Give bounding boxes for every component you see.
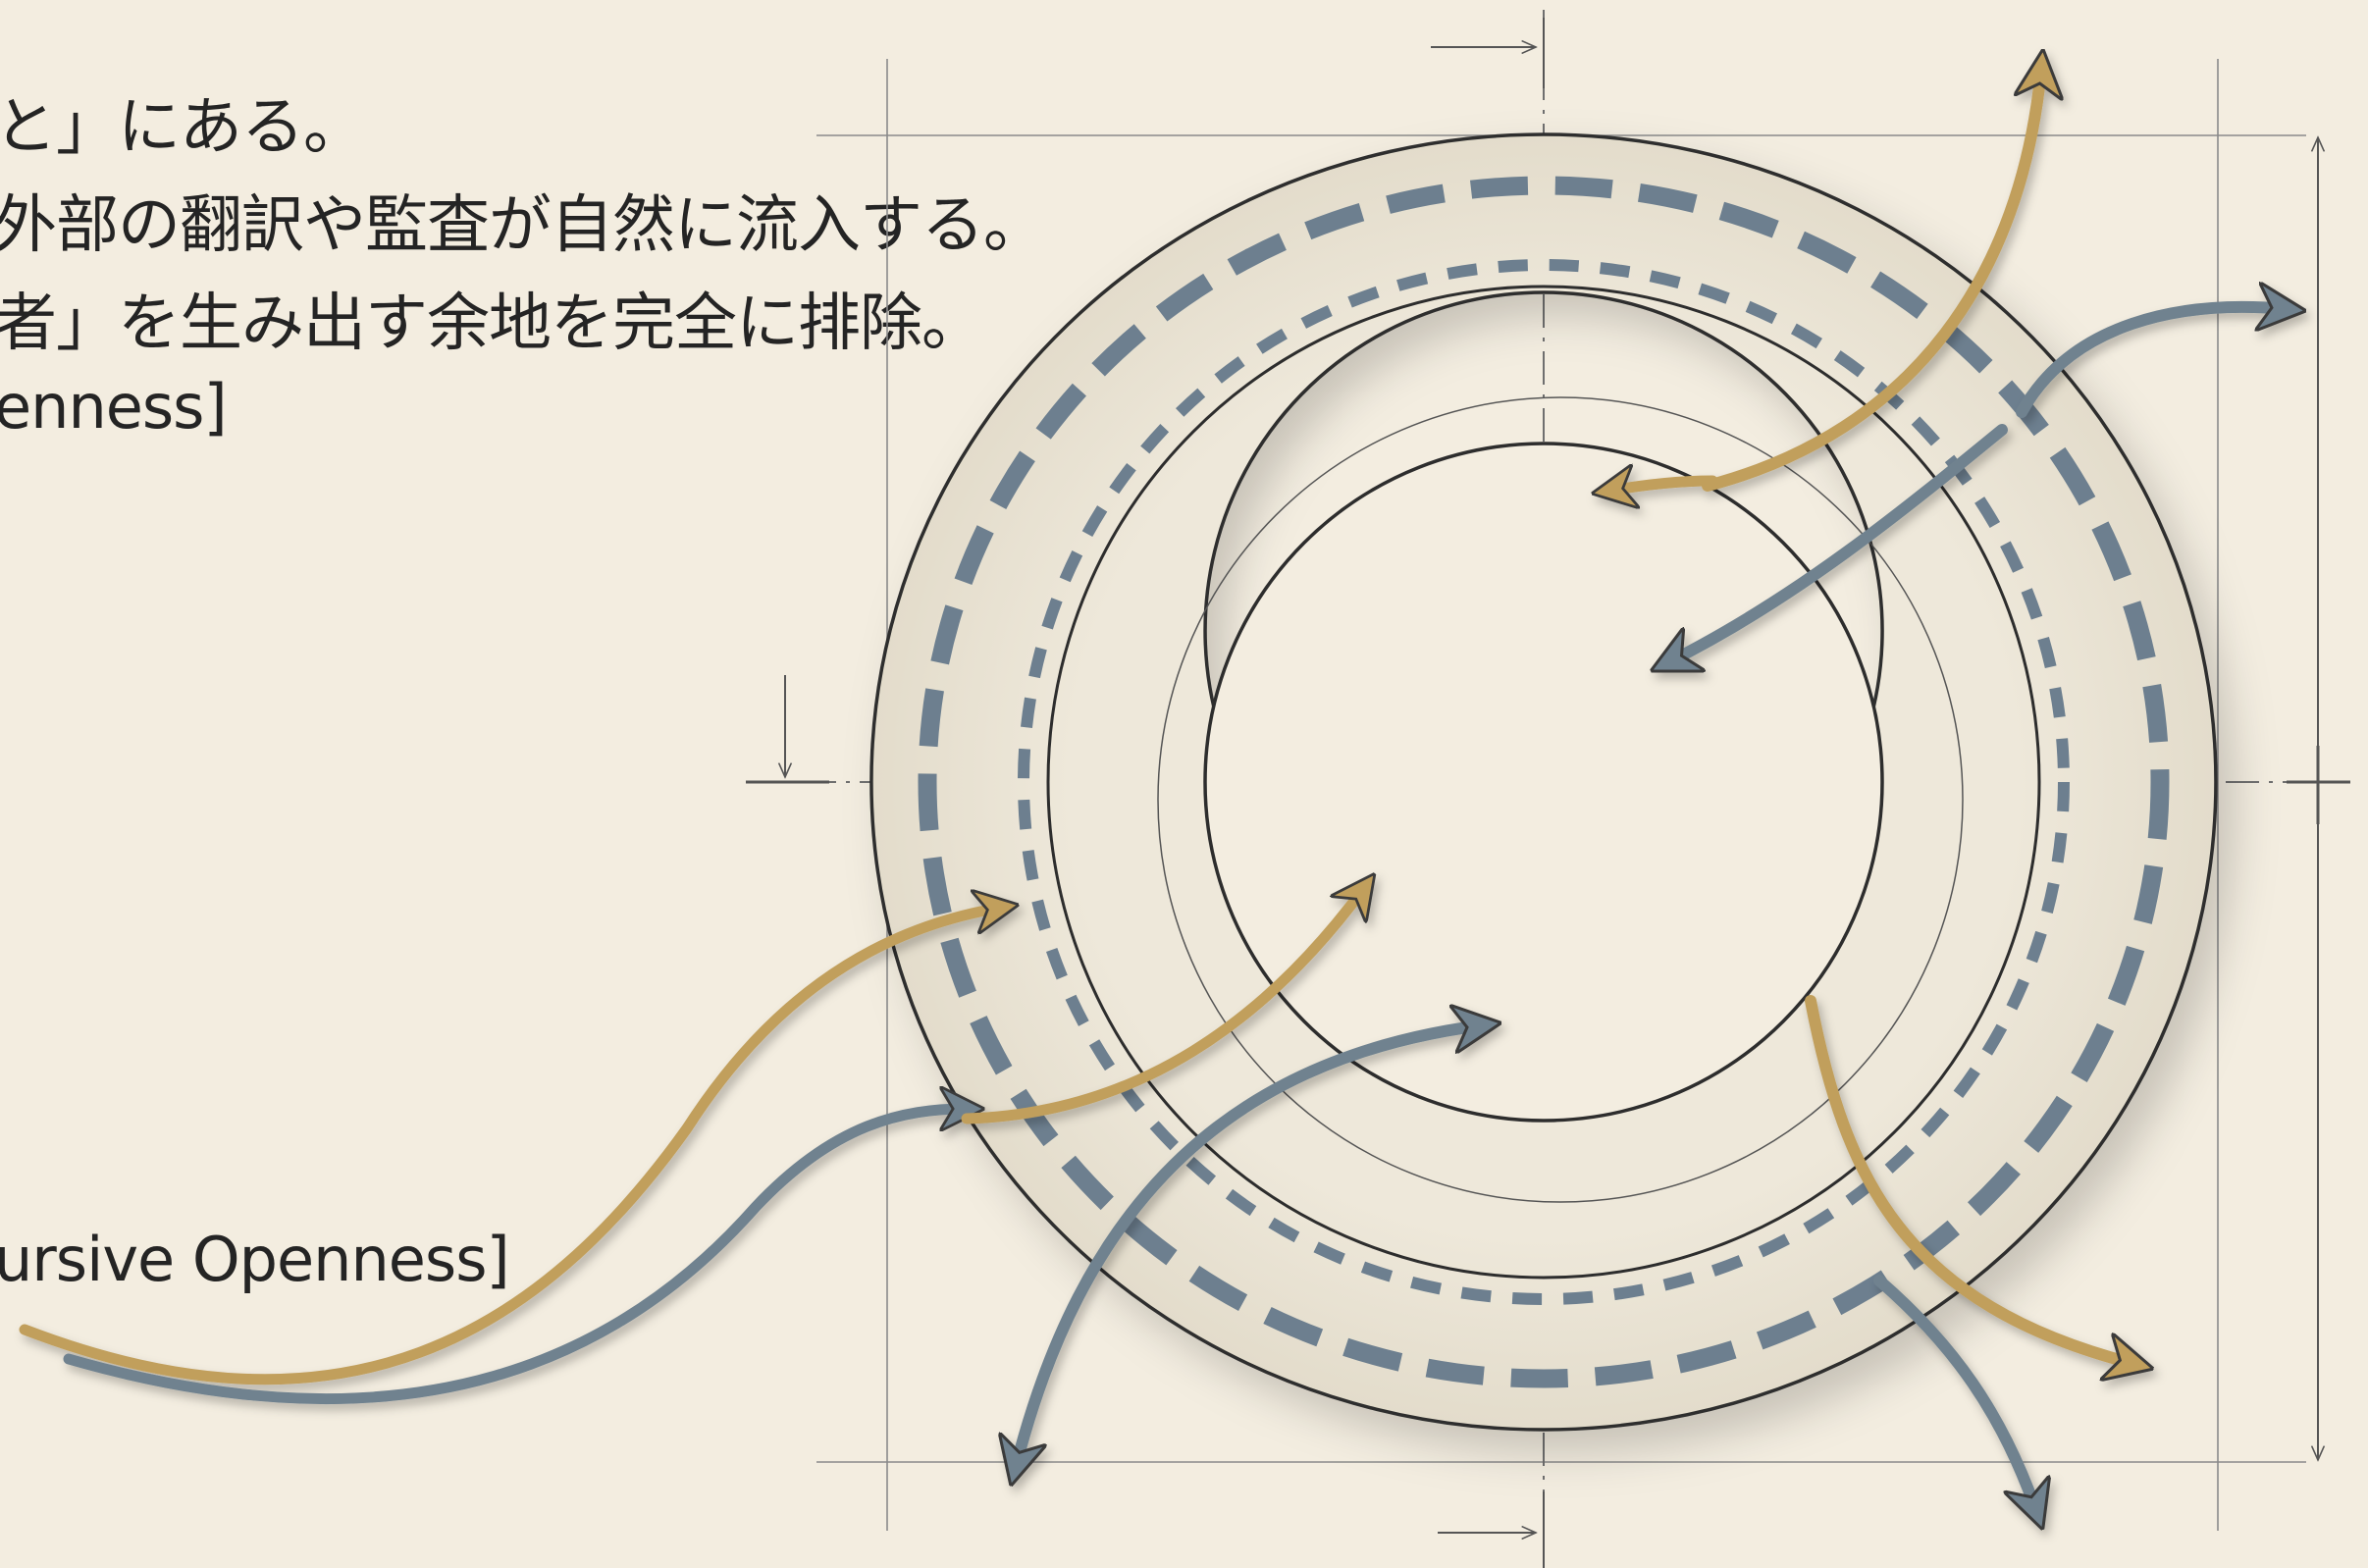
arrow-gold-top-inward	[1609, 481, 1718, 491]
dimension-marks	[746, 18, 2350, 1568]
dashed-track-inner	[1018, 259, 2070, 1305]
text-line-2: 外部の翻訳や監査が自然に流入する。	[0, 189, 1046, 262]
arrow-gold-bottom-right	[1805, 995, 2134, 1364]
text-line-3: 者」を生み出す余地を完全に排除。	[0, 287, 984, 360]
dashed-track-outer	[918, 176, 2170, 1388]
arrow-blue-top-right	[2016, 307, 2287, 418]
arrow-gold-top	[1702, 69, 2041, 492]
text-block: と」にある。 外部の翻訳や監査が自然に流入する。 者」を生み出す余地を完全に排除…	[0, 0, 1046, 1568]
text-line-1: と」にある。	[0, 91, 366, 164]
arrow-blue-bottom-left	[1016, 1025, 1482, 1467]
arrow-gold-left-long	[19, 908, 1001, 1385]
arrow-blue-left-long	[63, 1109, 967, 1404]
groove-outer	[1046, 285, 2041, 1280]
ring-hole	[1203, 442, 1884, 1123]
label-recursive-openness: ursive Openness]	[0, 1224, 510, 1295]
groove-thin	[1157, 396, 1964, 1203]
arrow-blue-bottom-right	[1873, 1275, 2036, 1511]
arrow-blue-inward-right	[1668, 424, 2008, 662]
label-openness: enness]	[0, 371, 228, 443]
